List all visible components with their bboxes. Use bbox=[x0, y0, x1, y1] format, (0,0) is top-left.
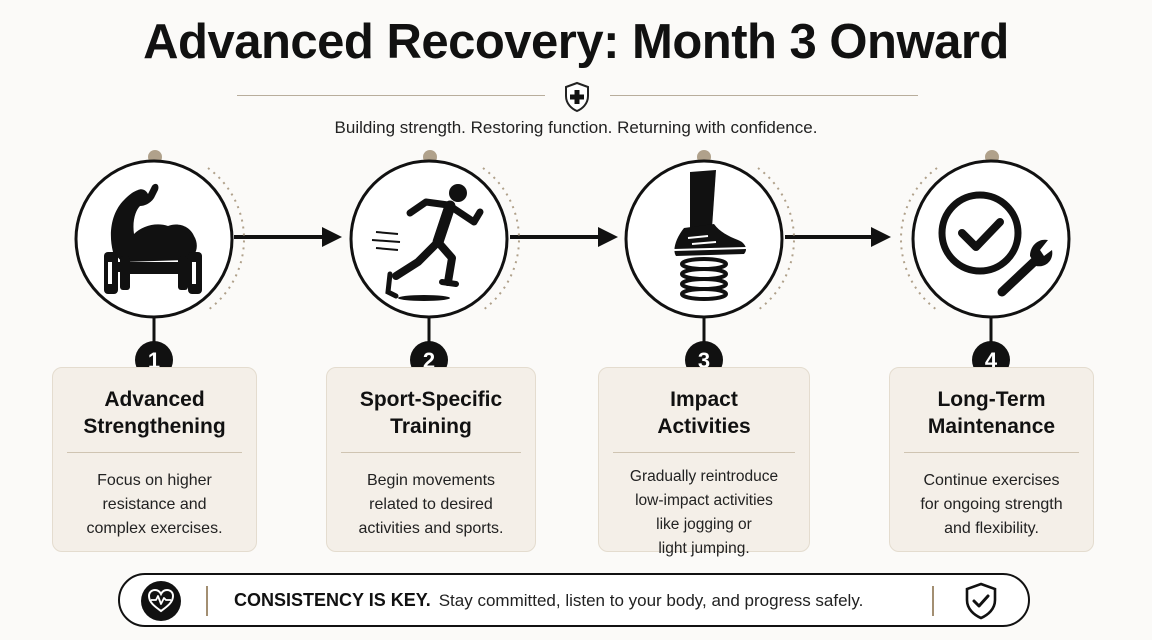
card-divider bbox=[613, 452, 795, 453]
shield-check-icon bbox=[965, 582, 997, 620]
check-wrench-icon bbox=[938, 191, 1053, 300]
card-divider bbox=[341, 452, 521, 453]
medical-shield-icon bbox=[565, 81, 589, 113]
footer-key: CONSISTENCY IS KEY. bbox=[234, 590, 431, 610]
step-number: 3 bbox=[698, 348, 710, 373]
step-number: 4 bbox=[985, 348, 998, 373]
footer-message: CONSISTENCY IS KEY. Stay committed, liste… bbox=[234, 575, 863, 626]
page-subtitle: Building strength. Restoring function. R… bbox=[334, 118, 818, 137]
consistency-banner: CONSISTENCY IS KEY. Stay committed, liste… bbox=[118, 573, 1030, 627]
shoe-spring-icon bbox=[673, 170, 747, 301]
card-divider bbox=[67, 452, 242, 453]
step-number: 2 bbox=[423, 348, 435, 373]
heart-pulse-icon bbox=[141, 581, 181, 621]
title-rule-left bbox=[237, 95, 545, 96]
runner-icon bbox=[371, 184, 484, 301]
page-title: Advanced Recovery: Month 3 Onward bbox=[143, 15, 1009, 69]
muscle-dumbbell-icon bbox=[104, 183, 202, 294]
step-2-node: 2 bbox=[349, 150, 521, 379]
step-number: 1 bbox=[148, 348, 160, 373]
footer-divider-right bbox=[932, 586, 934, 616]
footer-text: Stay committed, listen to your body, and… bbox=[438, 591, 864, 610]
footer-divider-left bbox=[206, 586, 208, 616]
card-divider bbox=[904, 452, 1079, 453]
title-rule-right bbox=[610, 95, 918, 96]
